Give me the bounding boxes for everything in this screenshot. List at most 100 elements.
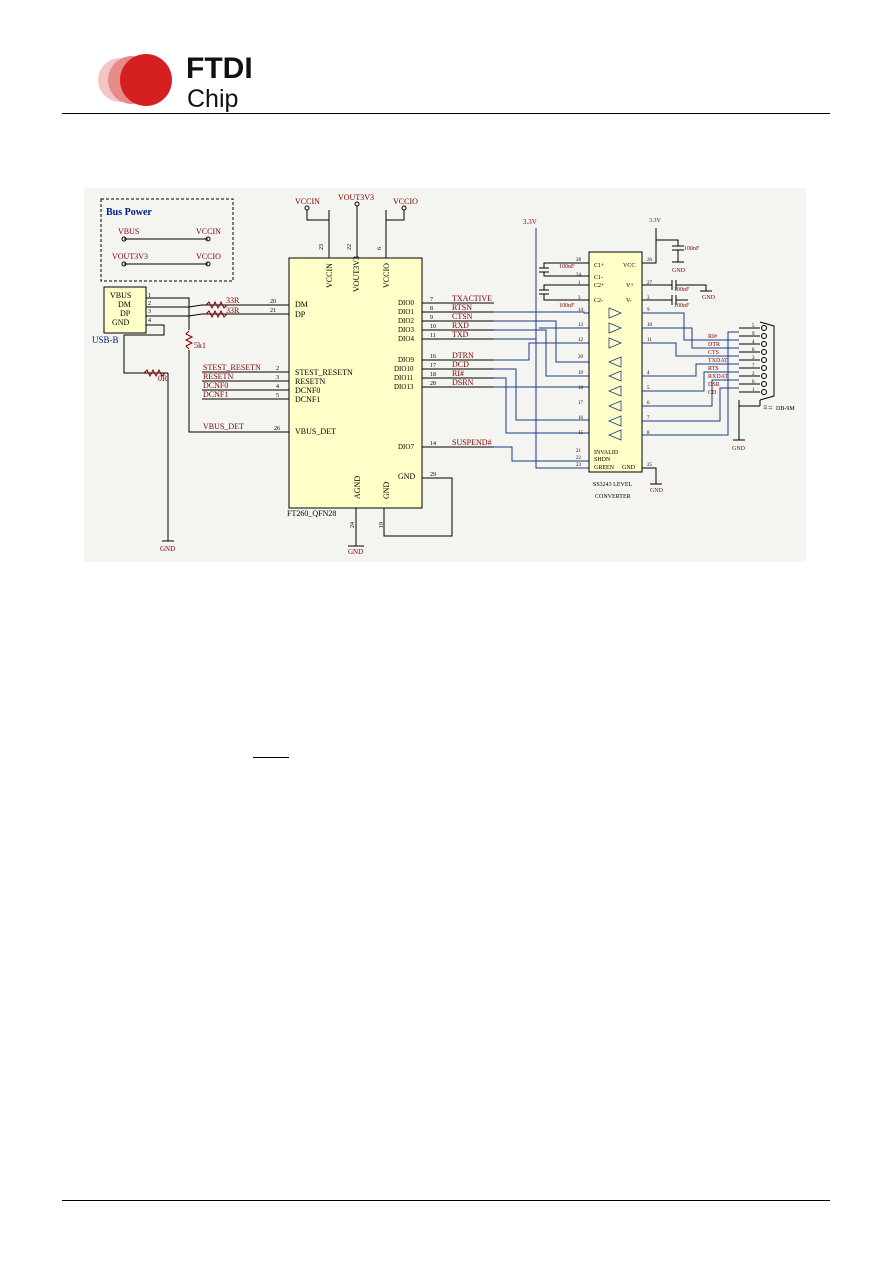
conv-pin-num: 1	[578, 281, 581, 286]
conv-pin-num: 11	[647, 338, 652, 343]
ic-pin-num: 11	[430, 333, 436, 339]
net-rxd: RXD	[452, 321, 469, 330]
conv-pin-vcc: VCC	[623, 263, 635, 269]
logo-disc-icon	[120, 54, 172, 106]
ic-pin-dio11: DIO11	[394, 374, 414, 382]
net-ctsn: CTSN	[452, 312, 473, 321]
net-txactive: TXACTIVE	[452, 294, 492, 303]
conv-pin-num: 25	[647, 463, 653, 468]
conv-pin-c1p: C1+	[594, 263, 605, 269]
logo-text-ftdi: FTDI	[186, 52, 253, 85]
conv-pin-num: 20	[578, 355, 584, 360]
ic-pin-num: 5	[276, 393, 279, 399]
conv-pin-num: 5	[647, 386, 650, 391]
net-ri: RI#	[452, 369, 464, 378]
resistor-0r	[143, 368, 166, 378]
db9-sig-dsr: DSR	[708, 382, 720, 388]
conv-pin-num: 14	[578, 308, 584, 313]
ic-pin-dm: DM	[295, 300, 308, 309]
converter-buffers	[607, 307, 623, 441]
ic-pin-num: 3	[276, 375, 279, 381]
gnd-label-ic: GND	[348, 548, 363, 556]
bus-power-vbus: VBUS	[118, 227, 139, 236]
ic-pin-num: 19	[379, 522, 385, 528]
ic-part-name: FT260_QFN28	[287, 509, 336, 518]
conv-label-line2: CONVERTER	[595, 494, 631, 500]
db9-sig-rxdat: RXDAT	[708, 374, 728, 380]
rail-3v3-a: 3.3V	[523, 218, 537, 226]
res-gnd-value: 0R	[158, 374, 168, 383]
db9-routing	[642, 312, 739, 436]
db9-pin-num: 6	[752, 380, 755, 385]
overline-mark	[253, 757, 289, 758]
ic-pin-num: 2	[276, 366, 279, 372]
schematic-diagram: Bus Power VBUS VCCIN VOUT3V3 VCCIO VBUS …	[84, 188, 806, 562]
ic-pin-num: 6	[377, 247, 383, 250]
converter-capacitors	[539, 228, 712, 485]
ic-pin-num: 21	[270, 308, 276, 314]
gnd-label-cap2: GND	[702, 295, 716, 301]
schematic-svg: Bus Power VBUS VCCIN VOUT3V3 VCCIO VBUS …	[92, 193, 795, 556]
cap-c4-value: 100nF	[674, 287, 690, 293]
ic-pin-num: 14	[430, 441, 436, 447]
conv-pin-num: 15	[578, 431, 584, 436]
gnd-label-db9: GND	[732, 446, 746, 452]
db9-pin-num: 9	[752, 332, 755, 337]
footer-rule	[62, 1200, 830, 1201]
net-dtrn: DTRN	[452, 351, 474, 360]
bus-power-title: Bus Power	[106, 207, 152, 218]
conv-pin-num: 10	[647, 323, 653, 328]
ic-pin-num: 22	[347, 244, 353, 250]
db9-sig-txdat: TXDAT	[708, 358, 728, 364]
ic-pin-vout3v3: VOUT3V3	[352, 256, 361, 292]
net-stest-resetn: STEST_RESETN	[203, 363, 261, 372]
ic-pin-stest-resetn: STEST_RESETN	[295, 368, 353, 377]
buffer-triangle-icon	[607, 400, 622, 412]
rail-3v3-b: 3.3V	[649, 218, 662, 224]
conv-pin-vplus: V+	[626, 283, 634, 289]
ic-pin-num: 20	[270, 299, 276, 305]
conv-pin-num: 7	[647, 416, 650, 421]
usb-wiring	[123, 297, 264, 541]
buffer-triangle-icon	[608, 322, 623, 334]
conv-pin-c1m: C1-	[594, 275, 603, 281]
conv-pin-num: 13	[578, 323, 584, 328]
net-txd: TXD	[452, 330, 469, 339]
ic-pin-num: 10	[430, 324, 436, 330]
conv-pin-num: 4	[647, 371, 650, 376]
conv-pin-num: 18	[578, 386, 584, 391]
ic-pin-dio0: DIO0	[398, 299, 414, 307]
ic-pin-dio2: DIO2	[398, 317, 414, 325]
buffer-triangle-icon	[607, 415, 622, 427]
db9-sig-rts: RTS	[708, 366, 719, 372]
net-dcd: DCD	[452, 360, 469, 369]
db9-pin-num: 1	[752, 388, 755, 393]
bus-power-box: Bus Power VBUS VCCIN VOUT3V3 VCCIO	[100, 198, 234, 282]
cap-c1-value: 100nF	[559, 264, 575, 270]
buffer-triangle-icon	[607, 429, 622, 441]
gnd-label-cap: GND	[672, 268, 686, 274]
cap-c5-value: 100nF	[674, 303, 690, 309]
gnd-label-left: GND	[160, 545, 175, 553]
db9-label: DB-9M	[776, 406, 795, 412]
buffer-triangle-icon	[607, 370, 622, 382]
usb-b-connector: VBUS DM DP GND 1 2 3 4 USB-B	[92, 286, 151, 345]
resistor-5k1	[184, 330, 194, 350]
ic-pin-num: 23	[319, 244, 325, 250]
conv-pin-num: 22	[576, 456, 582, 461]
rail-vout3v3: VOUT3V3	[338, 193, 374, 202]
ic-pin-num: 17	[430, 363, 436, 369]
db9-sig-cd: CD	[708, 390, 717, 396]
ic-pin-gnd: GND	[398, 472, 416, 481]
usb-pin-dm: DM	[118, 300, 131, 309]
db9-pin-num: 7	[752, 364, 755, 369]
ic-pin-num: 26	[274, 426, 280, 432]
bus-power-vccin: VCCIN	[196, 227, 221, 236]
db9-shell-pin: 10	[764, 405, 769, 411]
ic-left-leads	[202, 304, 289, 433]
ic-pin-dio7: DIO7	[398, 443, 414, 451]
conv-pin-num: 3	[578, 296, 581, 301]
ic-pin-num: 9	[430, 315, 433, 321]
conv-pin-c2p: C2+	[594, 283, 605, 289]
usb-pin-num: 4	[148, 318, 151, 324]
